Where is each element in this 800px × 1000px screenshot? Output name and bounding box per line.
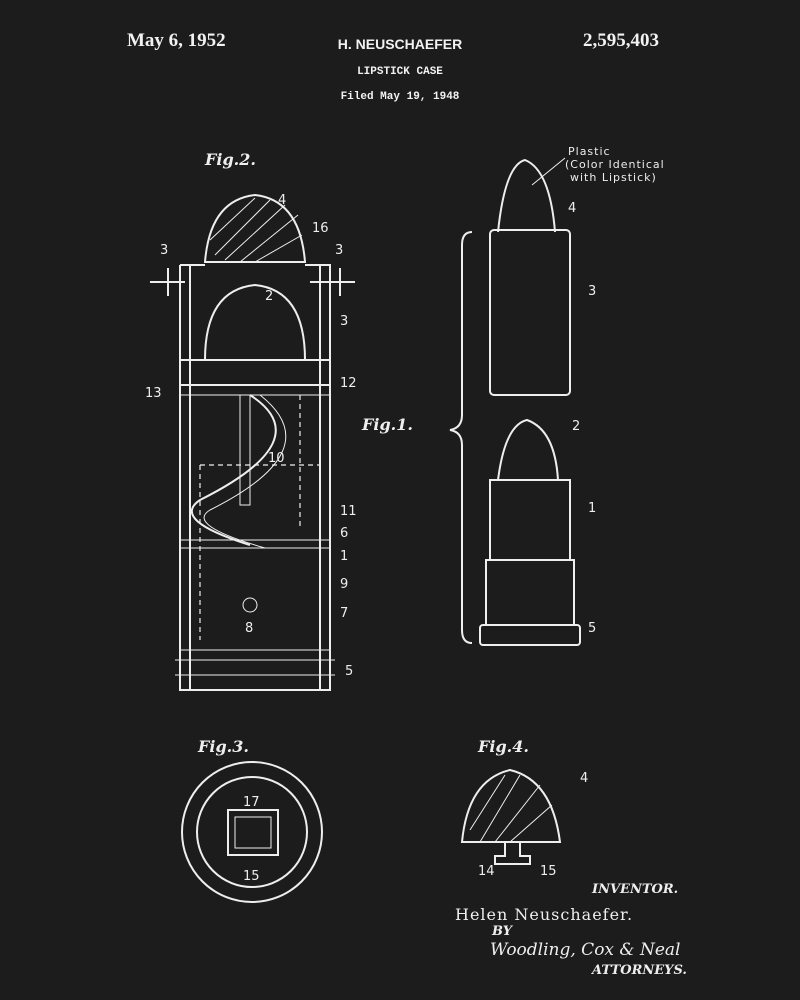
ref-10: 10 xyxy=(268,451,285,466)
ref-3: 3 xyxy=(160,243,168,258)
fig4-cap xyxy=(460,768,562,843)
ref-5: 5 xyxy=(588,621,596,636)
ref-12: 12 xyxy=(340,376,357,391)
note-line: with Lipstick) xyxy=(570,171,657,184)
ref-11: 11 xyxy=(340,504,357,519)
ref-9: 9 xyxy=(340,577,348,592)
ref-1: 1 xyxy=(340,549,348,564)
fig1-cap-bullet xyxy=(497,158,556,233)
ref-3: 3 xyxy=(340,314,348,329)
fig1-cap xyxy=(489,229,571,396)
ref-14: 14 xyxy=(478,864,495,879)
note-line: Plastic xyxy=(568,145,611,158)
ref-6: 6 xyxy=(340,526,348,541)
ref-15: 15 xyxy=(243,869,260,884)
note-line: (Color Identical xyxy=(565,158,665,171)
inventor-header: H. NEUSCHAEFER xyxy=(337,36,463,52)
ref-15: 15 xyxy=(540,864,557,879)
ref-2: 2 xyxy=(265,289,273,304)
ref-17: 17 xyxy=(243,795,260,810)
ref-7: 7 xyxy=(340,606,348,621)
cap-dome xyxy=(203,193,307,263)
ref-13: 13 xyxy=(145,386,162,401)
fig1-base xyxy=(479,624,581,646)
ref-4: 4 xyxy=(580,771,588,786)
fig4-label: Fig.4. xyxy=(477,737,529,756)
fig1-body xyxy=(489,479,571,561)
patent-number: 2,595,403 xyxy=(583,30,659,51)
inventor-name: Helen Neuschaefer. xyxy=(455,905,633,924)
figure-3: Fig.3. 17 15 xyxy=(181,737,323,903)
fig3-label: Fig.3. xyxy=(197,737,249,756)
ref-5: 5 xyxy=(345,664,353,679)
spiral-groove xyxy=(190,394,277,546)
patent-title: LIPSTICK CASE xyxy=(357,66,443,78)
ref-1: 1 xyxy=(588,501,596,516)
figure-2: Fig.2. 3 3 4 16 3 2 13 12 10 11 6 1 9 7 … xyxy=(145,150,357,691)
fig2-label: Fig.2. xyxy=(204,150,256,169)
patent-date: May 6, 1952 xyxy=(127,30,226,51)
figure-4: Fig.4. 4 14 15 xyxy=(460,737,588,879)
attorney-signature: Woodling, Cox & Neal xyxy=(490,940,680,960)
fig1-label: Fig.1. xyxy=(361,415,413,434)
filed-date: Filed May 19, 1948 xyxy=(340,91,460,103)
attorneys-label: ATTORNEYS. xyxy=(590,963,687,978)
by-label: BY xyxy=(491,924,514,939)
fig1-band xyxy=(485,559,575,626)
ref-4: 4 xyxy=(278,193,286,208)
case-outline xyxy=(179,264,331,691)
ref-3: 3 xyxy=(335,243,343,258)
figure-1: Fig.1. Plastic (Color Identical with Lip… xyxy=(361,145,665,646)
inventor-label: INVENTOR. xyxy=(591,882,678,897)
ref-3: 3 xyxy=(588,284,596,299)
ref-16: 16 xyxy=(312,221,329,236)
signature-block: INVENTOR. Helen Neuschaefer. BY Woodling… xyxy=(455,882,687,978)
ref-8: 8 xyxy=(245,621,253,636)
ref-2: 2 xyxy=(572,419,580,434)
lipstick-bullet xyxy=(204,283,306,361)
ref-4: 4 xyxy=(568,201,576,216)
